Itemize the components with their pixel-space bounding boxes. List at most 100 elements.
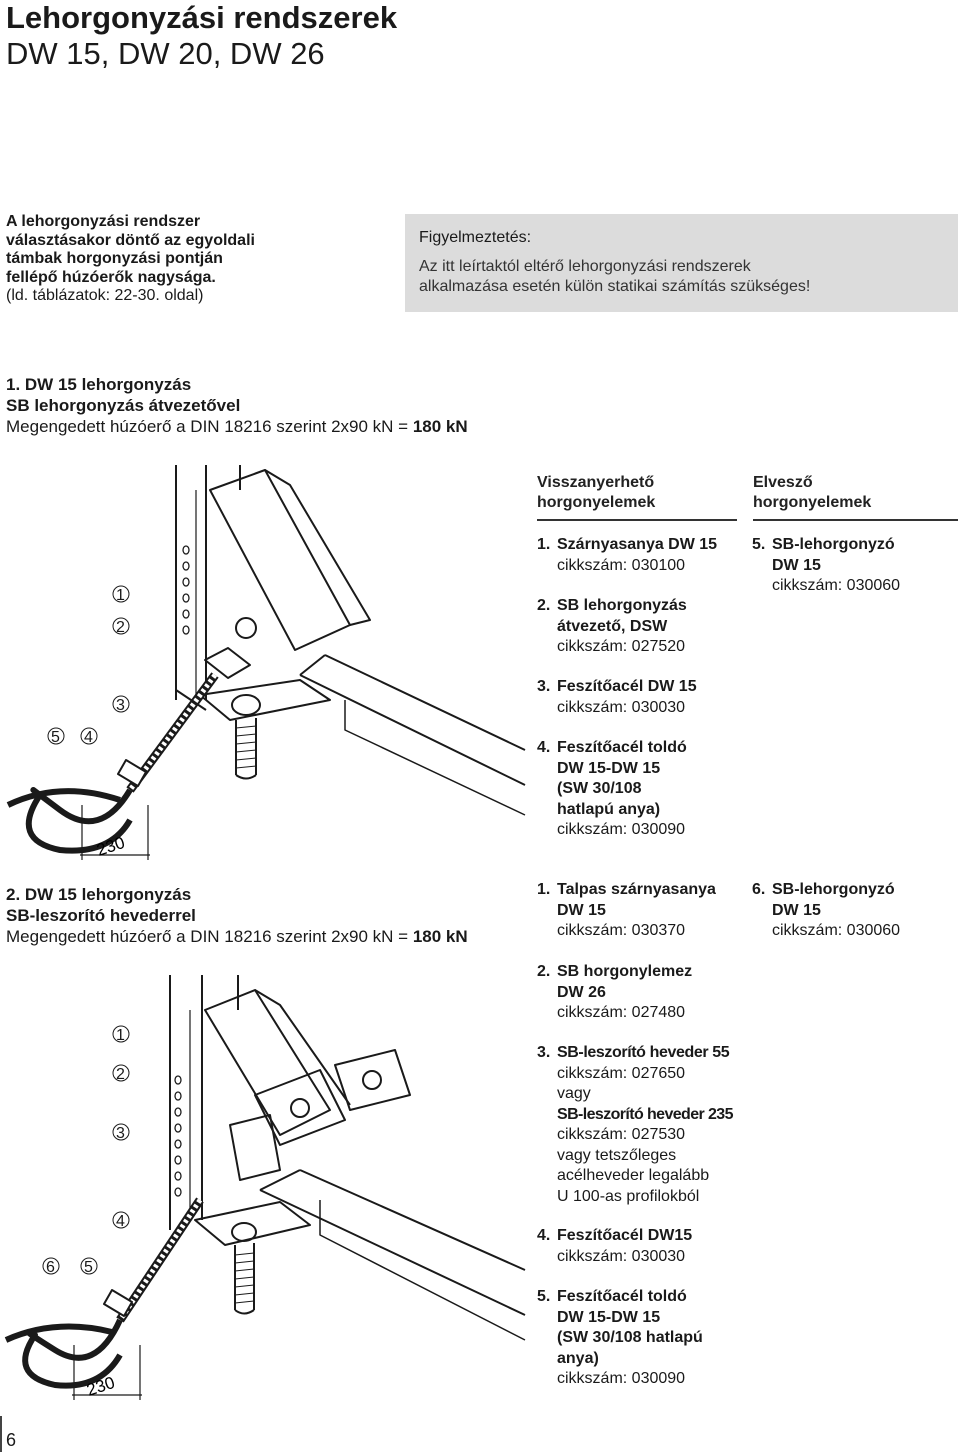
note-prefix: Megengedett húzóerő a DIN 18216 szerint … [6,417,413,436]
callout-5: 5 [84,1259,93,1276]
column-recoverable-header: Visszanyerhető horgonyelemek [537,473,655,513]
item-title: Talpas szárnyasanya [557,881,716,898]
item-number: 2. [537,963,551,980]
section1-note: Megengedett húzóerő a DIN 18216 szerint … [6,416,468,437]
list-item: 1. Talpas szárnyasanya DW 15 cikkszám: 0… [537,880,747,942]
item-title: Feszítőacél toldó [557,739,687,756]
callout-5: 5 [51,729,60,746]
callout-4: 4 [116,1213,125,1230]
callout-4: 4 [84,729,93,746]
section2-heading: 2. DW 15 lehorgonyzás SB-leszorító heved… [6,884,468,947]
section2-subtitle: SB-leszorító hevederrel [6,906,196,925]
item-number: 3. [537,678,551,695]
warning-box: Figyelmeztetés: Az itt leírtaktól eltérő… [405,214,958,312]
item-code: cikkszám: 027480 [557,1004,686,1021]
item-title: DW 15 [557,901,606,919]
section2-drawing: 230 1 2 3 4 5 6 [4,975,526,1400]
item-title: SB-leszorító heveder 55 [557,1044,730,1061]
list-item: 2. SB horgonylemez DW 26 cikkszám: 02748… [537,962,747,1024]
intro-line: A lehorgonyzási rendszer [6,213,201,230]
item-title: anya) [557,1349,599,1367]
item-code: cikkszám: 027520 [557,638,686,655]
section2-note: Megengedett húzóerő a DIN 18216 szerint … [6,926,468,947]
column-lost-header: Elvesző horgonyelemek [753,473,871,513]
item-code: cikkszám: 030090 [557,1370,686,1387]
item-title: Feszítőacél DW 15 [557,678,697,695]
intro-line: fellépő húzóerők nagysága. [6,268,216,286]
item-number: 6. [752,881,766,898]
list-item: 1. Szárnyasanya DW 15 cikkszám: 030100 [537,535,747,576]
item-title: (SW 30/108 hatlapú [557,1329,703,1346]
item-code: cikkszám: 030100 [557,556,686,574]
warning-line: Az itt leírtaktól eltérő lehorgonyzási r… [419,258,751,275]
item-code: cikkszám: 027530 [557,1126,686,1143]
list-item: 4. Feszítőacél DW15 cikkszám: 030030 [537,1226,747,1267]
item-code: cikkszám: 030370 [557,922,686,939]
item-title: DW 26 [557,983,606,1001]
item-number: 1. [537,536,551,553]
divider [537,519,737,521]
item-code: cikkszám: 030060 [772,577,901,594]
item-title: hatlapú anya) [557,800,661,818]
callout-1: 1 [116,1027,125,1044]
divider [753,519,958,521]
item-number: 4. [537,1227,551,1244]
callout-3: 3 [116,697,125,714]
item-note: vagy tetszőleges [557,1146,677,1164]
page-subtitle: DW 15, DW 20, DW 26 [6,36,325,71]
list-item: 2. SB lehorgonyzás átvezető, DSW cikkszá… [537,596,747,658]
intro-line: (ld. táblázatok: 22-30. oldal) [6,287,204,304]
item-number: 3. [537,1044,551,1061]
section2-title: 2. DW 15 lehorgonyzás [6,885,192,904]
item-note: U 100-as profilokból [557,1187,700,1205]
col-head-line: horgonyelemek [753,494,872,511]
item-number: 2. [537,597,551,614]
col-head-line: Elvesző [753,474,813,491]
item-number: 5. [752,536,766,553]
section1-subtitle: SB lehorgonyzás átvezetővel [6,396,241,415]
intro-text: A lehorgonyzási rendszer választásakor d… [6,213,306,306]
list-item: 5. Feszítőacél toldó DW 15-DW 15 (SW 30/… [537,1287,747,1390]
callout-1: 1 [116,587,125,604]
warning-line: alkalmazása esetén külön statikai számít… [419,278,811,295]
item-title: SB horgonylemez [557,963,693,980]
item-title: DW 15-DW 15 [557,759,661,777]
col-head-line: Visszanyerhető [537,474,655,491]
list-item: 3. Feszítőacél DW 15 cikkszám: 030030 [537,677,747,718]
item-title: SB-lehorgonyzó [772,881,895,898]
item-code: cikkszám: 030060 [772,922,901,939]
callout-2: 2 [116,1066,125,1083]
item-number: 1. [537,881,551,898]
dimension-label: 230 [84,1373,117,1400]
item-title: Feszítőacél DW15 [557,1227,693,1244]
item-note: acélheveder legalább [557,1167,710,1184]
item-code: cikkszám: 030030 [557,698,686,716]
list-item: 3. SB-leszorító heveder 55 cikkszám: 027… [537,1043,757,1207]
item-code: cikkszám: 030030 [557,1247,686,1265]
page-edge-line [0,1416,2,1452]
item-title: DW 15-DW 15 [557,1308,661,1326]
item-number: 5. [537,1288,551,1305]
section1-drawing: 230 1 2 3 4 5 [6,465,526,860]
item-title: SB-lehorgonyzó [772,536,895,553]
col-head-line: horgonyelemek [537,494,656,511]
callout-6: 6 [46,1259,55,1276]
note-prefix: Megengedett húzóerő a DIN 18216 szerint … [6,927,413,946]
page-title: Lehorgonyzási rendszerek [6,0,398,35]
page-number: 6 [6,1430,17,1450]
list-item: 5. SB-lehorgonyzó DW 15 cikkszám: 030060 [752,535,958,597]
callout-3: 3 [116,1125,125,1142]
item-title: Feszítőacél toldó [557,1288,687,1305]
list-item: 6. SB-lehorgonyzó DW 15 cikkszám: 030060 [752,880,958,942]
callout-2: 2 [116,619,125,636]
item-code: cikkszám: 027650 [557,1064,686,1082]
list-item: 4. Feszítőacél toldó DW 15-DW 15 (SW 30/… [537,738,747,841]
item-title: DW 15 [772,556,821,574]
section1-heading: 1. DW 15 lehorgonyzás SB lehorgonyzás át… [6,374,468,437]
item-title: (SW 30/108 [557,780,642,797]
note-value: 180 kN [412,417,468,436]
item-title: SB-leszorító heveder 235 [557,1105,734,1123]
item-number: 4. [537,739,551,756]
item-note: vagy [557,1085,591,1102]
item-title: DW 15 [772,901,821,919]
